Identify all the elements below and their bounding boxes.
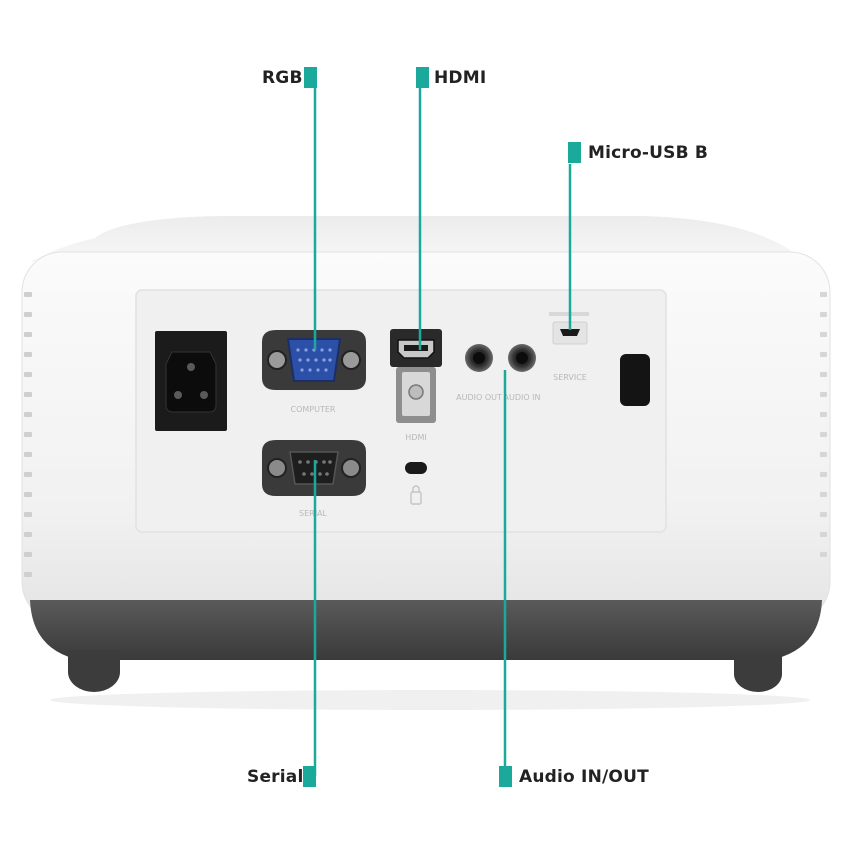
vga-port (262, 330, 366, 390)
hdmi-marker (416, 67, 429, 88)
audio-out-port-label: AUDIO OUT (456, 393, 502, 402)
audio-callout-label: Audio IN/OUT (519, 767, 649, 787)
projector-base (30, 600, 822, 660)
ir-sensor-window (620, 354, 650, 406)
hdmi-callout-label: HDMI (434, 68, 487, 88)
projector-top (30, 216, 800, 262)
audio-in-port-label: AUDIO IN (503, 393, 540, 402)
audio-in-jack (508, 344, 536, 372)
micro-usb-marker (568, 142, 581, 163)
rgb-callout-label: RGB (262, 68, 303, 88)
kensington-lock-icon (405, 462, 427, 505)
computer-port-label: COMPUTER (291, 405, 336, 414)
left-vent (24, 292, 32, 577)
service-port-label: SERVICE (553, 373, 587, 382)
audio-out-jack (465, 344, 493, 372)
serial-callout-label: Serial (247, 767, 304, 787)
callout-leaders (313, 86, 572, 776)
hdmi-port (390, 329, 442, 423)
serial-marker (303, 766, 316, 787)
serial-port-label: SERIAL (299, 509, 328, 518)
audio-marker (499, 766, 512, 787)
power-inlet-icon (155, 331, 227, 431)
micro-usb-callout-label: Micro-USB B (588, 143, 709, 163)
rgb-marker (304, 67, 317, 88)
right-vent (820, 292, 827, 557)
hdmi-port-label: HDMI (405, 433, 426, 442)
callout-markers (303, 67, 581, 787)
